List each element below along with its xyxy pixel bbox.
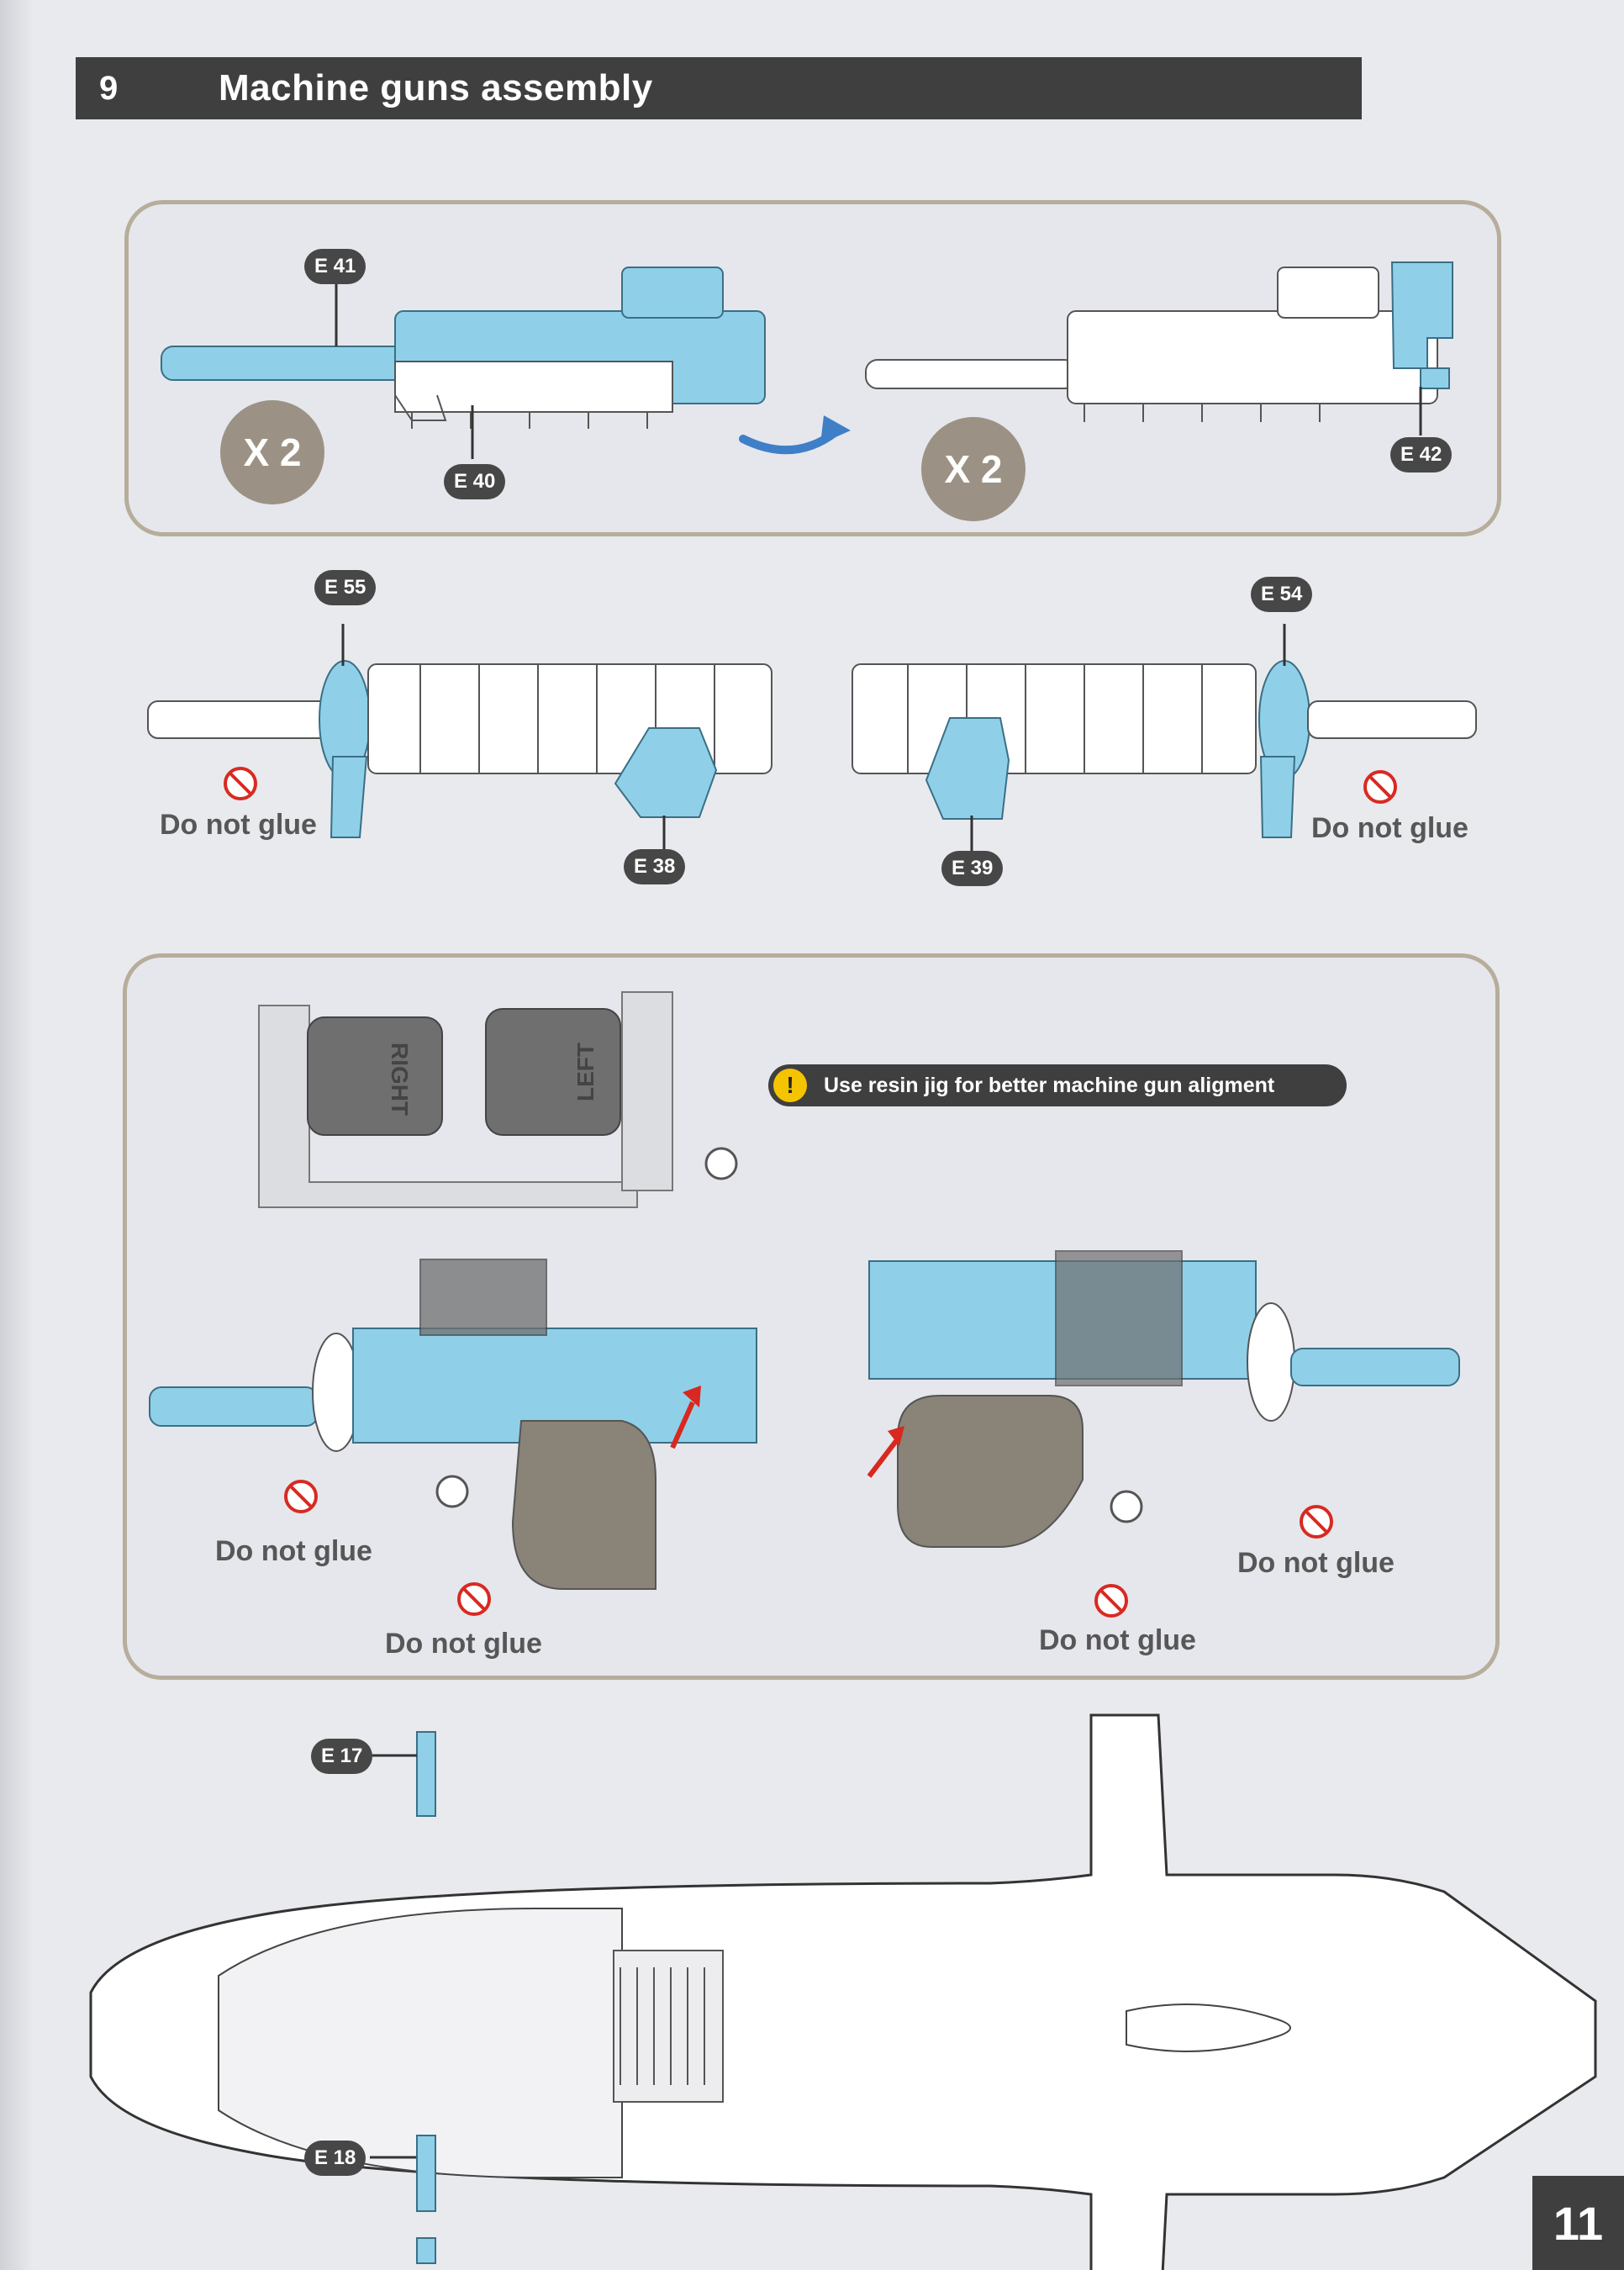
jig-label-right: RIGHT <box>387 1043 413 1116</box>
no-glue-icon <box>1094 1584 1128 1618</box>
do-not-glue-note: Do not glue <box>215 1535 372 1567</box>
jig-tip-text: Use resin jig for better machine gun ali… <box>824 1073 1275 1097</box>
no-glue-icon <box>1363 770 1397 804</box>
do-not-glue-note: Do not glue <box>1311 812 1468 844</box>
glue-brush-icon <box>435 1147 1143 1523</box>
warning-icon: ! <box>773 1069 807 1102</box>
do-not-glue-note: Do not glue <box>385 1628 542 1660</box>
jig-label-left: LEFT <box>572 1043 598 1101</box>
step-number: 9 <box>99 69 119 107</box>
jig-tip-callout: ! Use resin jig for better machine gun a… <box>768 1064 1347 1106</box>
part-label-e40: E 40 <box>444 464 506 499</box>
no-glue-icon <box>1300 1505 1333 1539</box>
part-label-e39: E 39 <box>941 851 1004 886</box>
step-title-bar: 9 Machine guns assembly <box>76 57 1362 119</box>
do-not-glue-note: Do not glue <box>1039 1624 1196 1656</box>
part-label-e54: E 54 <box>1251 577 1313 612</box>
part-label-e17: E 17 <box>311 1739 373 1774</box>
part-label-e41: E 41 <box>304 249 366 284</box>
no-glue-icon <box>284 1480 318 1513</box>
part-label-e38: E 38 <box>624 849 686 884</box>
page-number: 11 <box>1532 2176 1624 2270</box>
part-label-e42: E 42 <box>1390 437 1453 472</box>
no-glue-icon <box>457 1582 491 1616</box>
no-glue-icon <box>224 767 257 800</box>
part-label-e55: E 55 <box>314 570 377 605</box>
step-title: Machine guns assembly <box>219 67 653 108</box>
part-label-e18: E 18 <box>304 2141 366 2176</box>
page-binding-edge <box>0 0 34 2270</box>
do-not-glue-note: Do not glue <box>1237 1547 1395 1579</box>
quantity-badge-right: X 2 <box>921 417 1026 521</box>
do-not-glue-note: Do not glue <box>160 809 317 841</box>
quantity-badge-left: X 2 <box>220 400 324 504</box>
